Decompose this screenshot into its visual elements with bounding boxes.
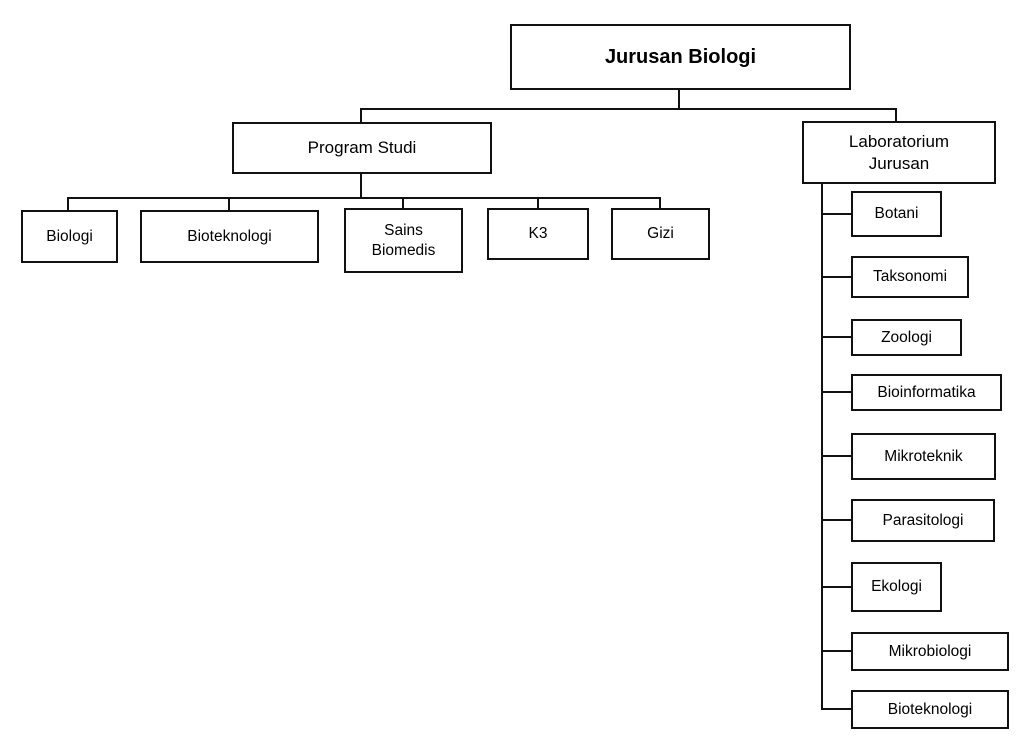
connector-program-studi-drop [360, 108, 362, 123]
node-k3: K3 [487, 208, 589, 260]
connector-lab-tick-mikroteknik [821, 455, 851, 457]
connector-bioteknologi-drop [228, 197, 230, 211]
connector-lab-tick-botani [821, 213, 851, 215]
node-lab-mikroteknik: Mikroteknik [851, 433, 996, 480]
connector-lab-tick-ekologi [821, 586, 851, 588]
connector-lab-tick-parasitologi [821, 519, 851, 521]
connector-k3-drop [537, 197, 539, 209]
connector-lab-tick-bioinformatika [821, 391, 851, 393]
node-program-studi: Program Studi [232, 122, 492, 174]
connector-lab-tick-bioteknologi [821, 708, 851, 710]
node-lab-ekologi: Ekologi [851, 562, 942, 612]
connector-children-horizontal [67, 197, 661, 199]
node-lab-zoologi: Zoologi [851, 319, 962, 356]
connector-program-studi-down [360, 174, 362, 199]
connector-lab-tick-zoologi [821, 336, 851, 338]
connector-biologi-drop [67, 197, 69, 211]
connector-lab-tick-mikrobiologi [821, 650, 851, 652]
node-lab-taksonomi: Taksonomi [851, 256, 969, 298]
connector-lab-trunk [821, 184, 823, 710]
node-lab-mikrobiologi: Mikrobiologi [851, 632, 1009, 671]
connector-laboratorium-drop [895, 108, 897, 122]
node-laboratorium-jurusan: Laboratorium Jurusan [802, 121, 996, 184]
connector-main-horizontal [360, 108, 897, 110]
node-gizi: Gizi [611, 208, 710, 260]
node-lab-bioinformatika: Bioinformatika [851, 374, 1002, 411]
node-jurusan-biologi: Jurusan Biologi [510, 24, 851, 90]
connector-sains-biomedis-drop [402, 197, 404, 209]
node-lab-botani: Botani [851, 191, 942, 237]
node-lab-bioteknologi: Bioteknologi [851, 690, 1009, 729]
node-biologi: Biologi [21, 210, 118, 263]
connector-lab-tick-taksonomi [821, 276, 851, 278]
connector-gizi-drop [659, 197, 661, 209]
node-sains-biomedis: Sains Biomedis [344, 208, 463, 273]
node-bioteknologi: Bioteknologi [140, 210, 319, 263]
connector-root-drop [678, 90, 680, 110]
node-lab-parasitologi: Parasitologi [851, 499, 995, 542]
